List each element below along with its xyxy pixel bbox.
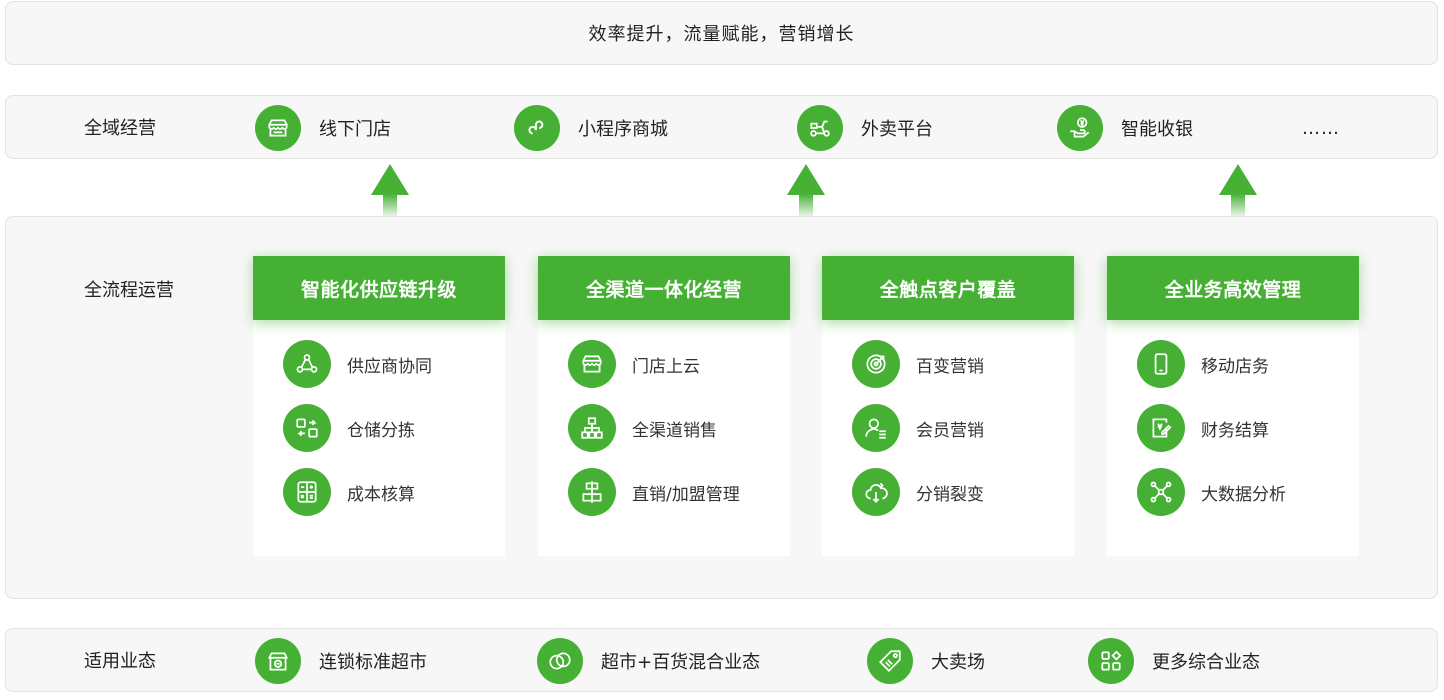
calculator-icon xyxy=(283,468,331,516)
channel-mini-program: 小程序商城 xyxy=(514,104,668,152)
sorting-icon xyxy=(283,404,331,452)
align-center-icon xyxy=(568,468,616,516)
cloud-share-icon xyxy=(852,468,900,516)
format-more-formats: 更多综合业态 xyxy=(1088,637,1260,685)
format-label: 更多综合业态 xyxy=(1152,652,1260,673)
mini-program-icon xyxy=(514,105,560,151)
supplier-network-icon xyxy=(283,340,331,388)
mixed-rings-icon xyxy=(537,638,583,684)
yen-hand-icon xyxy=(1057,105,1103,151)
card-item: 会员营销 xyxy=(852,404,984,452)
card-item-label: 大数据分析 xyxy=(1201,484,1286,505)
card-item-label: 供应商协同 xyxy=(347,356,432,377)
card-title: 智能化供应链升级 xyxy=(253,256,505,320)
card-customer-touchpoints: 全触点客户覆盖 百变营销 会员营销 分销裂变 xyxy=(822,256,1074,556)
card-title: 全业务高效管理 xyxy=(1107,256,1359,320)
price-tag-icon xyxy=(867,638,913,684)
card-item-label: 仓储分拣 xyxy=(347,420,415,441)
card-supply-chain: 智能化供应链升级 供应商协同 仓储分拣 成本核算 xyxy=(253,256,505,556)
card-item-label: 全渠道销售 xyxy=(632,420,717,441)
top-banner: 效率提升，流量赋能，营销增长 xyxy=(5,1,1438,65)
member-icon xyxy=(852,404,900,452)
card-business-management: 全业务高效管理 移动店务 财务结算 大数据分析 xyxy=(1107,256,1359,556)
chain-store-icon xyxy=(255,638,301,684)
channel-label: 小程序商城 xyxy=(578,119,668,140)
card-item-label: 分销裂变 xyxy=(916,484,984,505)
hierarchy-icon xyxy=(568,404,616,452)
card-item: 全渠道销售 xyxy=(568,404,717,452)
card-item: 仓储分拣 xyxy=(283,404,415,452)
card-item-label: 财务结算 xyxy=(1201,420,1269,441)
card-item: 门店上云 xyxy=(568,340,700,388)
channel-delivery-platform: 外卖平台 xyxy=(797,104,933,152)
card-omni-channel: 全渠道一体化经营 门店上云 全渠道销售 直销/加盟管理 xyxy=(538,256,790,556)
format-label: 连锁标准超市 xyxy=(319,652,427,673)
grid-apps-icon xyxy=(1088,638,1134,684)
store-cloud-icon xyxy=(568,340,616,388)
card-item: 大数据分析 xyxy=(1137,468,1286,516)
card-item-label: 百变营销 xyxy=(916,356,984,377)
format-label: 大卖场 xyxy=(931,652,985,673)
format-hypermarket: 大卖场 xyxy=(867,637,985,685)
card-item: 财务结算 xyxy=(1137,404,1269,452)
card-item: 移动店务 xyxy=(1137,340,1269,388)
finance-doc-icon xyxy=(1137,404,1185,452)
operations-row-label: 全流程运营 xyxy=(84,280,174,301)
up-arrow-icon xyxy=(787,164,825,218)
channel-label: 外卖平台 xyxy=(861,119,933,140)
card-item-label: 直销/加盟管理 xyxy=(632,484,740,505)
card-title: 全触点客户覆盖 xyxy=(822,256,1074,320)
formats-row-label: 适用业态 xyxy=(84,651,156,672)
card-item: 成本核算 xyxy=(283,468,415,516)
card-item-label: 移动店务 xyxy=(1201,356,1269,377)
banner-title: 效率提升，流量赋能，营销增长 xyxy=(588,24,855,45)
channels-row: 全域经营 线下门店 小程序商城 外卖平台 智能收银 …… xyxy=(5,95,1438,159)
card-item: 供应商协同 xyxy=(283,340,432,388)
up-arrow-icon xyxy=(1219,164,1257,218)
mobile-phone-icon xyxy=(1137,340,1185,388)
storefront-icon xyxy=(255,105,301,151)
card-item-label: 会员营销 xyxy=(916,420,984,441)
format-label: 超市+百货混合业态 xyxy=(601,652,761,673)
channel-label: 智能收银 xyxy=(1121,119,1193,140)
card-title: 全渠道一体化经营 xyxy=(538,256,790,320)
formats-row: 适用业态 连锁标准超市 超市+百货混合业态 大卖场 更多综合业态 xyxy=(5,628,1438,692)
format-mixed-retail: 超市+百货混合业态 xyxy=(537,637,760,685)
card-item: 直销/加盟管理 xyxy=(568,468,740,516)
data-network-icon xyxy=(1137,468,1185,516)
up-arrow-icon xyxy=(371,164,409,218)
channel-label: 线下门店 xyxy=(319,119,391,140)
card-item: 百变营销 xyxy=(852,340,984,388)
card-item-label: 门店上云 xyxy=(632,356,700,377)
channel-smart-cashier: 智能收银 xyxy=(1057,104,1193,152)
channel-offline-store: 线下门店 xyxy=(255,104,391,152)
card-item-label: 成本核算 xyxy=(347,484,415,505)
delivery-scooter-icon xyxy=(797,105,843,151)
channels-row-label: 全域经营 xyxy=(84,118,156,139)
format-chain-supermarket: 连锁标准超市 xyxy=(255,637,427,685)
more-ellipsis: …… xyxy=(1302,117,1340,139)
card-item: 分销裂变 xyxy=(852,468,984,516)
target-icon xyxy=(852,340,900,388)
